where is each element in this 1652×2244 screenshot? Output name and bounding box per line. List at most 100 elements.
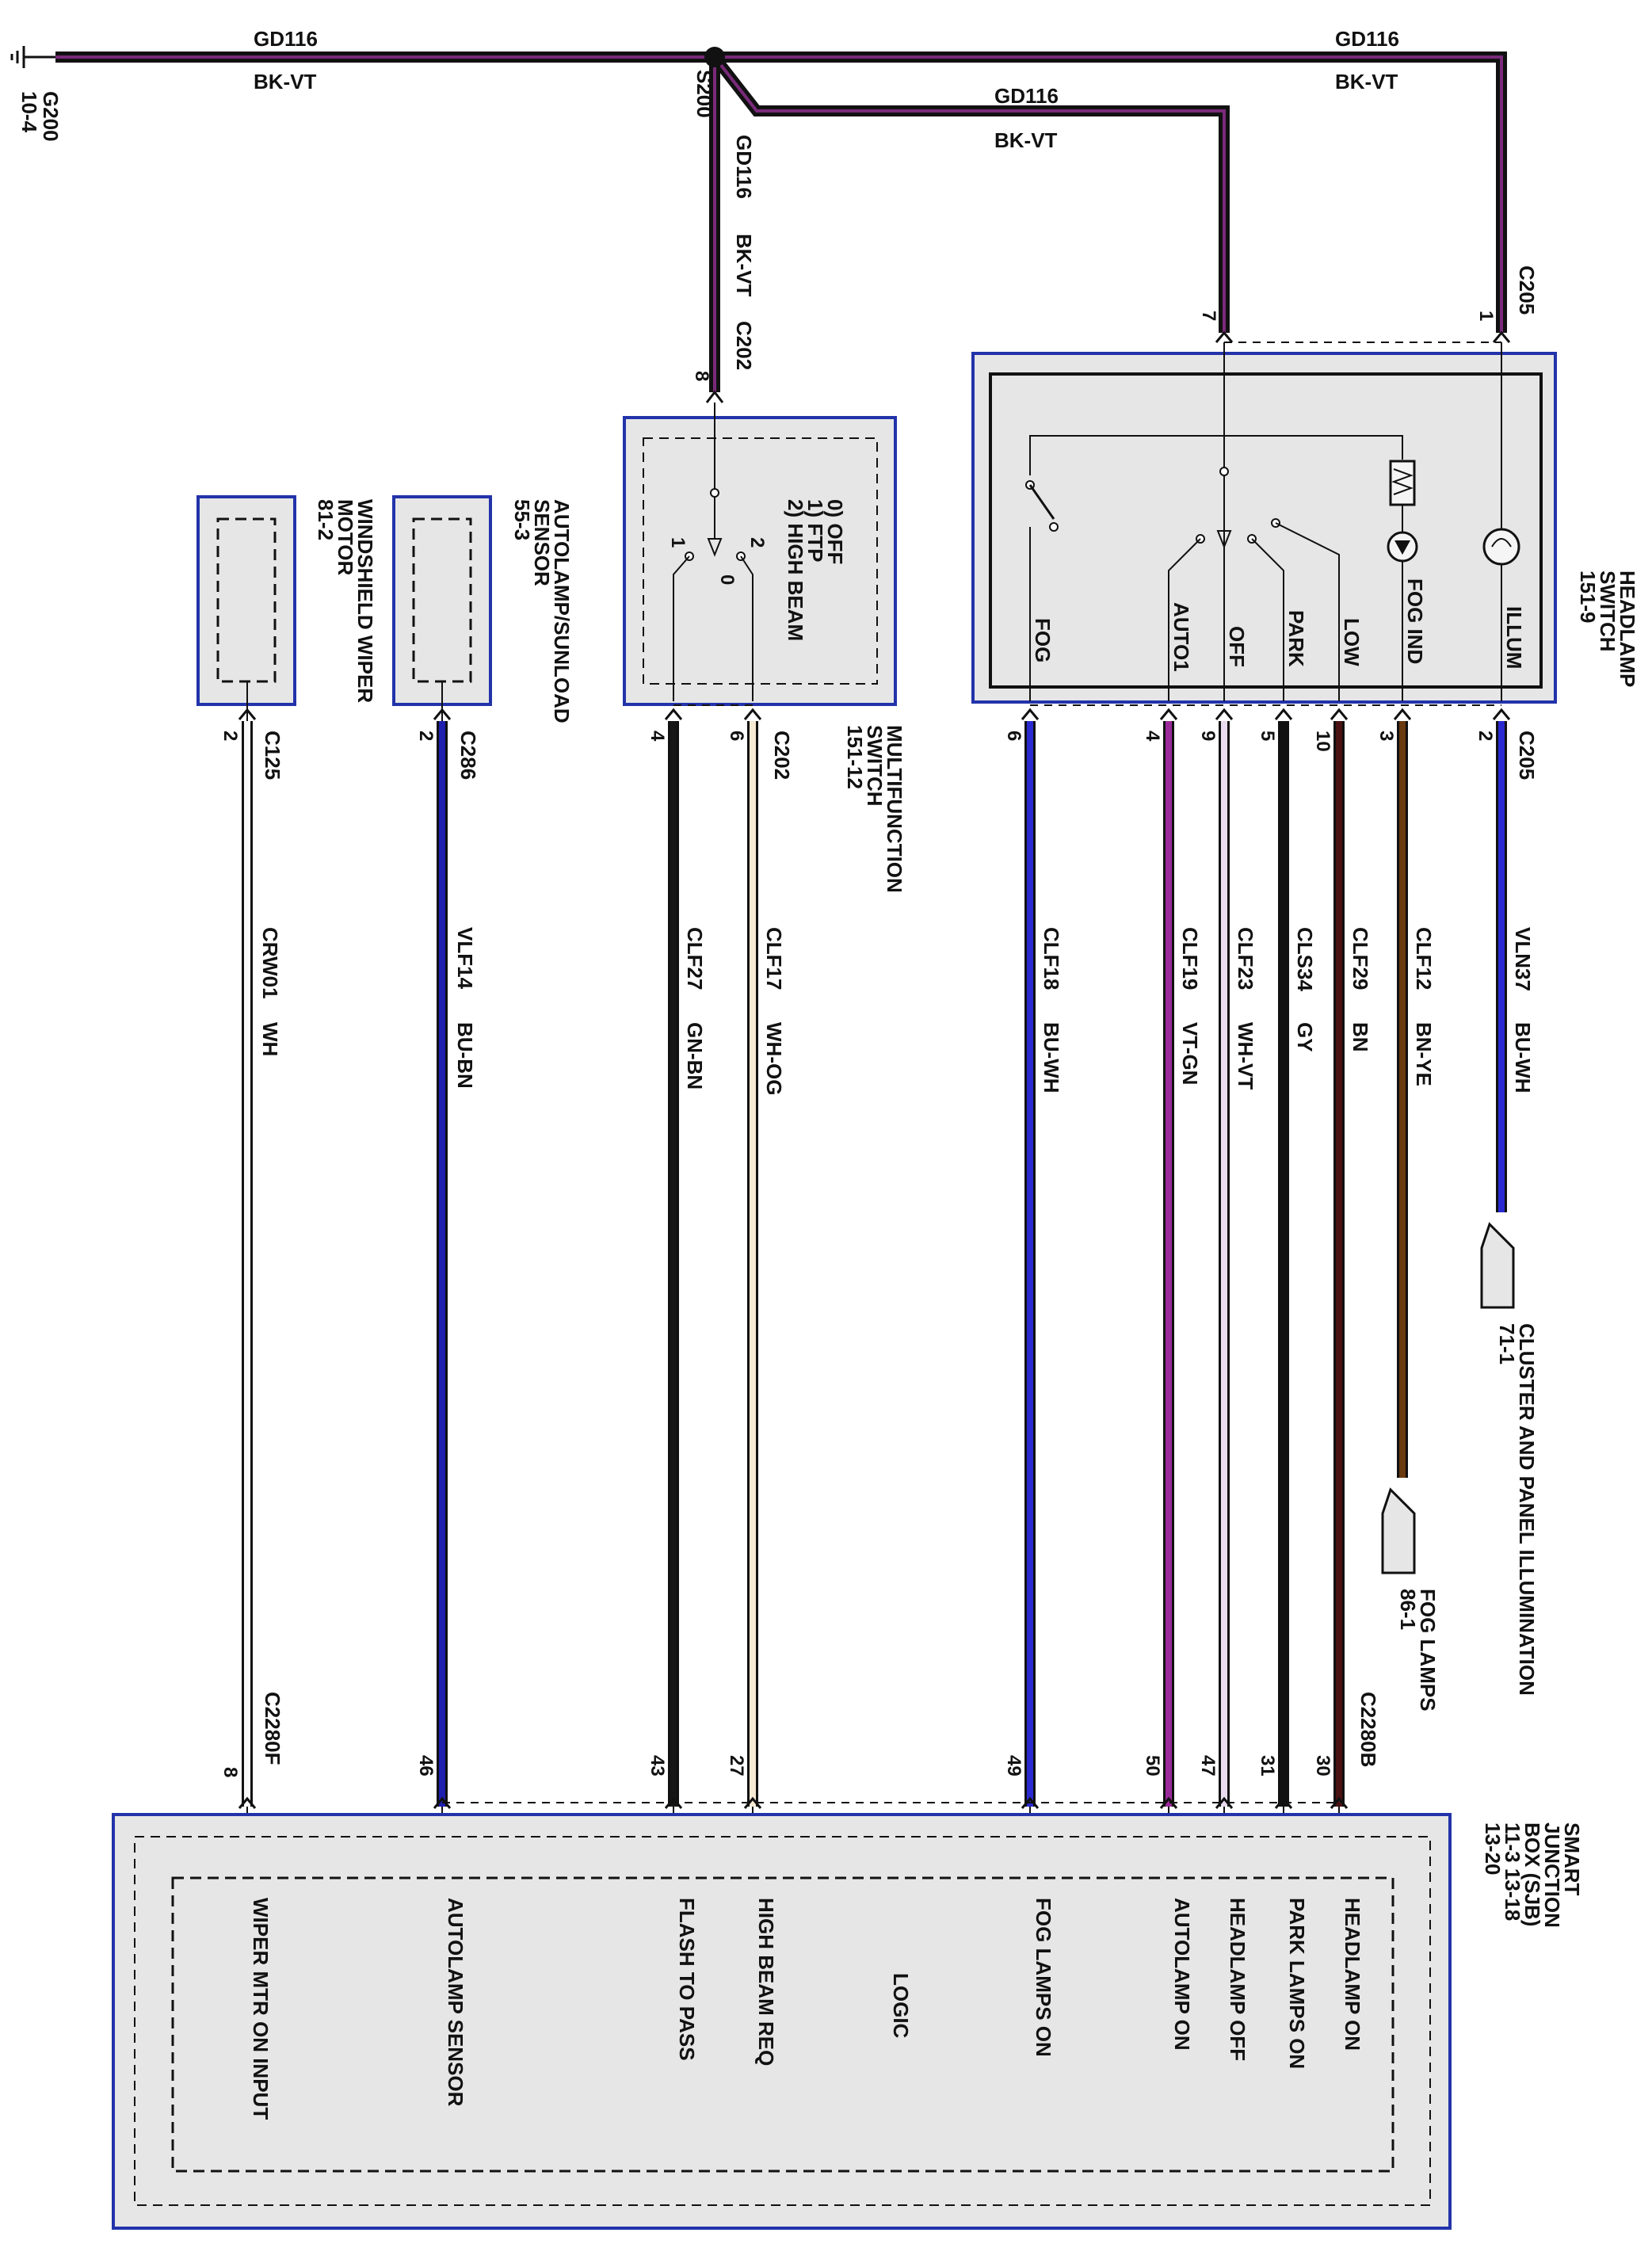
hs-name: HEADLAMP (1616, 571, 1639, 687)
wiper-pin: 2 (219, 731, 241, 741)
c202-top-pin: 8 (691, 371, 712, 381)
sjb-pin-30: 30 (1312, 1755, 1333, 1776)
sjb-name3: BOX (SJB) (1520, 1822, 1544, 1926)
sjb-pin-8: 8 (219, 1767, 241, 1777)
mf-mode-off: 0) OFF (823, 499, 847, 564)
autolamp-sensor (392, 495, 492, 721)
c205-top-label: C205 (1515, 265, 1539, 315)
wire-clf17-circuit: CLF17 (762, 927, 786, 990)
c205-pin-6: 6 (1003, 731, 1024, 741)
mf-pin-0: 0 (716, 574, 738, 585)
cluster-connector (1480, 1222, 1515, 1309)
sjb-signal-autolamp-on: AUTOLAMP ON (1170, 1898, 1194, 2051)
fog-lamps-name: FOG LAMPS (1416, 1589, 1440, 1712)
wire-clf27 (664, 708, 683, 1878)
mf-pin-2: 2 (746, 537, 768, 548)
wiper-motor (196, 495, 296, 721)
sjb-pin-43: 43 (647, 1755, 668, 1776)
wire-clf17 (743, 708, 762, 1878)
mf-ref: 151-12 (843, 725, 867, 789)
mf-name: MULTIFUNCTION (883, 725, 906, 893)
sjb-logic: LOGIC (889, 1973, 913, 2039)
wire-clf18 (1021, 708, 1040, 1878)
sjb-connector-c2280b: C2280B (1356, 1692, 1380, 1767)
wire-clf17-color: WH-OG (762, 1022, 786, 1095)
wire-clf23-circuit: CLF23 (1234, 927, 1257, 990)
sjb-signal-wiper: WIPER MTR ON INPUT (249, 1898, 273, 2120)
mf-mode-high-beam: 2) HIGH BEAM (784, 499, 807, 641)
autolamp-ref: 55-3 (510, 499, 534, 540)
wire-clf19 (1159, 708, 1178, 1878)
wire-cls34-circuit: CLS34 (1293, 927, 1317, 991)
wire-crw01-color: WH (258, 1022, 282, 1056)
sjb-signal-fog-lamps-on: FOG LAMPS ON (1032, 1898, 1055, 2057)
wire-clf29-color: BN (1349, 1022, 1372, 1052)
wire-vlf14-circuit: VLF14 (453, 927, 477, 990)
sjb-signal-headlamp-off: HEADLAMP OFF (1226, 1898, 1249, 2061)
wires-layer (238, 708, 1511, 1878)
sjb-name: SMART (1560, 1822, 1584, 1896)
sjb-connector-c2280f: C2280F (261, 1692, 284, 1765)
wire-vln37-circuit: VLN37 (1511, 927, 1535, 991)
bkvt-label-mid: BK-VT (994, 128, 1058, 152)
c205-pin-9: 9 (1197, 731, 1219, 741)
sjb-ref2: 13-20 (1481, 1822, 1505, 1876)
gd116-label-right: GD116 (1335, 27, 1399, 51)
wiper-connector: C125 (261, 731, 284, 780)
sjb-pin-47: 47 (1197, 1755, 1219, 1776)
sjb-pin-50: 50 (1142, 1755, 1163, 1776)
connector-c205-top-arrow (1492, 330, 1511, 343)
autolamp-name: AUTOLAMP/SUNLOAD (550, 499, 574, 723)
wiper-name: WINDSHIELD WIPER (353, 499, 377, 703)
hs-name2: SWITCH (1596, 571, 1620, 652)
s200-label: S200 (692, 70, 716, 118)
c205-top-pin1: 1 (1475, 311, 1497, 321)
c205-pin-5: 5 (1257, 731, 1278, 741)
sjb-signal-flash-to-pass: FLASH TO PASS (675, 1898, 699, 2061)
rotary-wiper-icon (1216, 530, 1232, 549)
autolamp-connector: C286 (456, 731, 480, 780)
c202-top-label: C202 (732, 321, 756, 370)
hs-connector-c205: C205 (1515, 731, 1539, 780)
wire-clf23 (1215, 708, 1234, 1878)
c205-pin-2: 2 (1475, 731, 1496, 741)
autolamp-pin: 2 (415, 731, 437, 741)
fog-lamps-ref: 86-1 (1396, 1589, 1420, 1630)
wire-cls34 (1274, 708, 1293, 1878)
smart-junction-box (112, 1813, 1452, 2230)
c202-pin-4: 4 (647, 731, 668, 742)
c205-pin-10: 10 (1312, 731, 1333, 752)
sjb-pin-46: 46 (415, 1755, 437, 1776)
autolamp-name2: SENSOR (530, 499, 554, 586)
g200-label: G200 (39, 91, 63, 142)
pin-7-label: 7 (1198, 311, 1219, 321)
gd116-vertical-label: GD116 (732, 135, 756, 199)
gd116-label-mid: GD116 (994, 84, 1059, 108)
mf-pin-1: 1 (667, 537, 689, 548)
cluster-name: CLUSTER AND PANEL ILLUMINATION (1515, 1323, 1539, 1696)
sjb-pin-49: 49 (1003, 1755, 1024, 1776)
wire-vlf14-color: BU-BN (453, 1022, 477, 1089)
wire-clf12-color: BN-YE (1412, 1022, 1436, 1086)
sjb-signal-headlamp-on: HEADLAMP ON (1341, 1898, 1364, 2051)
g200-ref: 10-4 (17, 91, 41, 133)
wire-clf18-color: BU-WH (1040, 1022, 1063, 1093)
hs-position-fog-ind: FOG IND (1403, 578, 1427, 664)
sjb-signal-autolamp-sensor: AUTOLAMP SENSOR (444, 1898, 467, 2107)
wire-clf23-color: WH-VT (1234, 1022, 1257, 1090)
c205-pin-3: 3 (1375, 731, 1397, 741)
wire-crw01 (238, 708, 257, 1878)
wire-vln37-color: BU-WH (1511, 1022, 1535, 1093)
c205-pin-4: 4 (1142, 731, 1163, 742)
bkvt-label-right: BK-VT (1335, 70, 1398, 94)
sjb-pin-31: 31 (1257, 1755, 1278, 1776)
wire-vln37 (1492, 708, 1511, 1212)
mf-name2: SWITCH (863, 725, 887, 807)
resistor-icon (1389, 460, 1416, 506)
c202-pin-6: 6 (726, 731, 747, 741)
ground-bus (10, 46, 1507, 392)
hs-position-auto1: AUTO1 (1169, 602, 1193, 672)
sjb-name2: JUNCTION (1540, 1822, 1564, 1928)
